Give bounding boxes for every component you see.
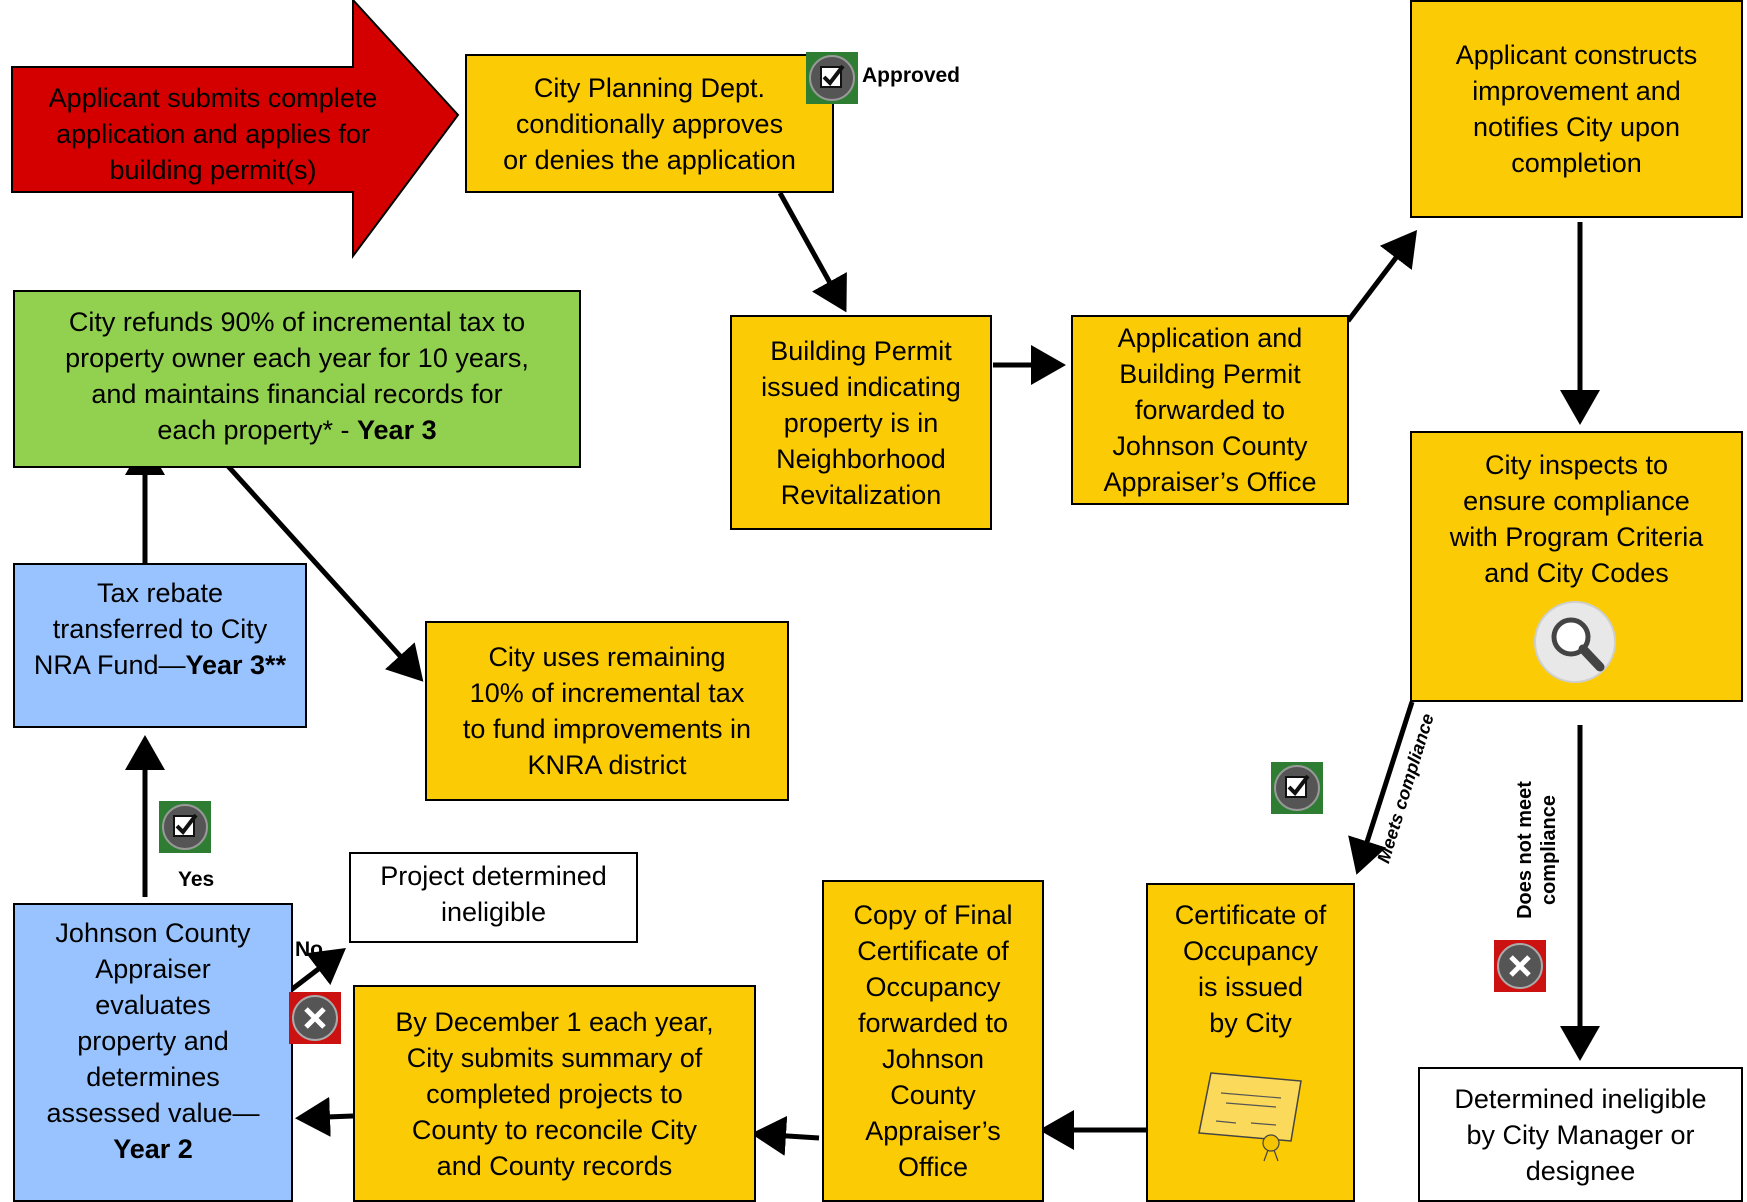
node-determined-ineligible: Determined ineligible by City Manager or… — [1418, 1067, 1743, 1202]
label-approved: Approved — [862, 64, 961, 87]
checkbox-icon — [1271, 762, 1323, 814]
node-city-refunds-year: Year 3 — [357, 415, 437, 445]
node-december-summary: By December 1 each year, City submits su… — [353, 985, 756, 1202]
node-tax-rebate-year: Year 3** — [185, 650, 287, 680]
node-project-ineligible: Project determined ineligible — [349, 852, 638, 943]
node-johnson-appraiser-text: Johnson County Appraiser evaluates prope… — [46, 918, 260, 1128]
label-does-not-meet-compliance: Does not meet compliance — [1514, 781, 1560, 919]
arrow-refunds-to-remaining — [225, 463, 424, 682]
node-city-inspects-text: City inspects to ensure compliance with … — [1449, 450, 1704, 588]
node-tax-rebate: Tax rebate transferred to City NRA Fund—… — [13, 563, 307, 728]
node-application-forwarded: Application and Building Permit forwarde… — [1071, 315, 1349, 505]
node-applicant-constructs: Applicant constructs improvement and not… — [1410, 0, 1743, 218]
certificate-icon — [1197, 1072, 1302, 1162]
start-arrow — [11, 0, 460, 260]
arrow-copy-to-december — [751, 1115, 820, 1156]
node-city-refunds: City refunds 90% of incremental tax to p… — [13, 290, 581, 468]
label-yes: Yes — [178, 868, 215, 891]
node-planning: City Planning Dept. conditionally approv… — [465, 54, 834, 193]
node-city-uses-remaining: City uses remaining 10% of incremental t… — [425, 621, 789, 801]
arrow-december-to-appraiser — [295, 1096, 354, 1137]
arrow-planning-to-permit — [777, 191, 847, 313]
node-city-refunds-text: City refunds 90% of incremental tax to p… — [65, 307, 529, 445]
checkbox-icon — [159, 801, 211, 853]
arrow-forwarded-to-constructs — [1346, 230, 1418, 323]
magnifier-icon — [1533, 601, 1616, 683]
node-submit: Applicant submits complete application a… — [48, 83, 378, 185]
label-no: No — [295, 938, 323, 961]
node-tax-rebate-text: Tax rebate transferred to City NRA Fund— — [33, 578, 268, 680]
node-certificate-occupancy: Certificate of Occupancy is issued by Ci… — [1146, 883, 1355, 1202]
node-city-inspects: City inspects to ensure compliance with … — [1410, 431, 1743, 702]
node-johnson-appraiser-year: Year 2 — [113, 1134, 193, 1164]
node-building-permit: Building Permit issued indicating proper… — [730, 315, 992, 530]
node-johnson-appraiser: Johnson County Appraiser evaluates prope… — [13, 903, 293, 1202]
cancel-icon — [289, 992, 341, 1044]
cancel-icon — [1494, 940, 1546, 992]
node-certificate-occupancy-text: Certificate of Occupancy is issued by Ci… — [1174, 900, 1327, 1038]
arrow-inspects-to-certificate — [1348, 701, 1415, 875]
node-copy-final-certificate: Copy of Final Certificate of Occupancy f… — [822, 880, 1044, 1202]
arrow-appraiser-to-ineligible — [285, 947, 346, 995]
checkbox-icon — [806, 52, 858, 104]
